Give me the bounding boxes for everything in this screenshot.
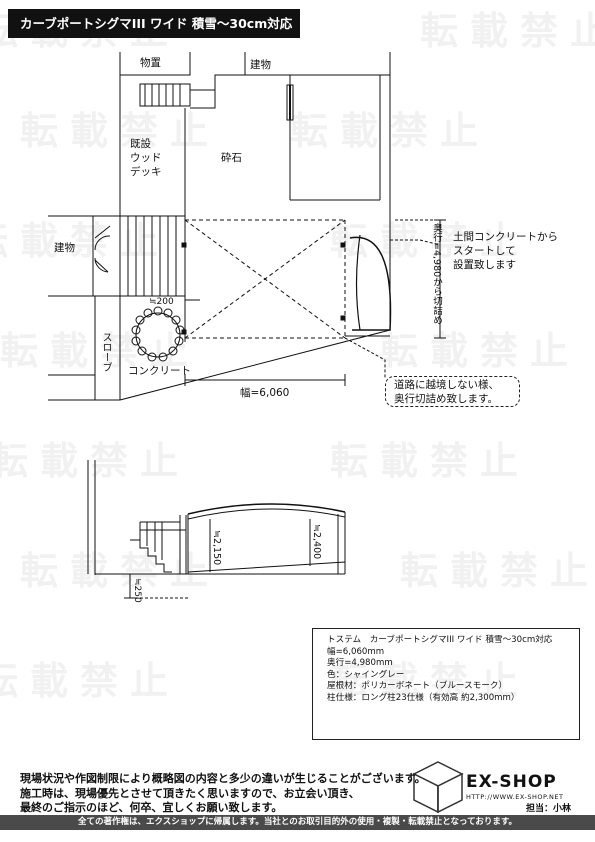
note-line: 施工時は、現場優先とさせて頂きたく思いますので、お立会い頂き、 [20, 786, 360, 800]
footer-copyright: 全ての著作権は、エクスショップに帰属します。当社とのお取引目的外の使用・複製・転… [0, 815, 595, 830]
note-line: 最終のご指示のほど、何卒、宜しくお願い致します。 [20, 801, 283, 814]
spec-line: 柱仕様：ロング柱23仕様（有効高 約2,300mm） [327, 692, 520, 703]
spec-line: 色：シャイングレー [327, 669, 405, 680]
deck-label-3: デッキ [130, 166, 162, 178]
spec-line: 幅=6,060mm [327, 646, 385, 657]
spec-line: 奥行=4,980mm [327, 658, 393, 669]
deck-label-1: 既設 [130, 138, 151, 150]
note-right-3: 設置致します [453, 259, 516, 271]
depth-dim-label: 奥行=4,980から切詰め [431, 223, 442, 325]
slope-label: スローブ [100, 332, 111, 372]
concrete-label: コンクリート [128, 365, 191, 377]
building-left-label: 建物 [54, 242, 75, 254]
callout-box: 道路に越境しない様、 奥行切詰め致します。 [385, 376, 520, 407]
note-right-1: 土間コンクリートから [453, 231, 558, 243]
storage-label: 物置 [140, 57, 161, 69]
height-2400-label: ≒2,400 [311, 524, 322, 560]
spec-box: トステム カーブポートシグマIII ワイド 積雪～30cm対応 幅=6,060m… [312, 628, 580, 740]
callout-line-1: 道路に越境しない様、 [394, 379, 499, 391]
width-dim-label: 幅=6,060 [240, 387, 290, 399]
height-250-label: ≒250 [132, 578, 142, 603]
spec-line: トステム カーブポートシグマIII ワイド 積雪～30cm対応 [327, 635, 553, 645]
height-2150-label: ≒2,150 [211, 530, 222, 566]
staff-label: 担当：小林 [526, 804, 572, 814]
gravel-label: 砕石 [221, 152, 242, 164]
callout-line-2: 奥行切詰め致します。 [394, 393, 498, 405]
note-line: 現場状況や作図制限により概略図の内容と多少の違いが生じることがございます。 [20, 772, 426, 785]
page-title: カーブポートシグマIII ワイド 積雪～30cm対応 [8, 9, 300, 38]
disclaimer-notes: 現場状況や作図制限により概略図の内容と多少の違いが生じることがございます。 施工… [20, 772, 426, 816]
deck-label-2: ウッド [130, 152, 162, 164]
note-right-2: スタートして [453, 245, 516, 257]
spec-line: 屋根材：ポリカーボネート（ブルースモーク） [327, 681, 508, 692]
cube-logo-icon [412, 761, 464, 814]
brand-name: EX-SHOP [466, 772, 557, 792]
dim-200-label: ≒200 [149, 297, 174, 307]
building-top-label: 建物 [250, 59, 271, 71]
brand-url: HTTP://WWW.EX-SHOP.NET [466, 793, 564, 801]
